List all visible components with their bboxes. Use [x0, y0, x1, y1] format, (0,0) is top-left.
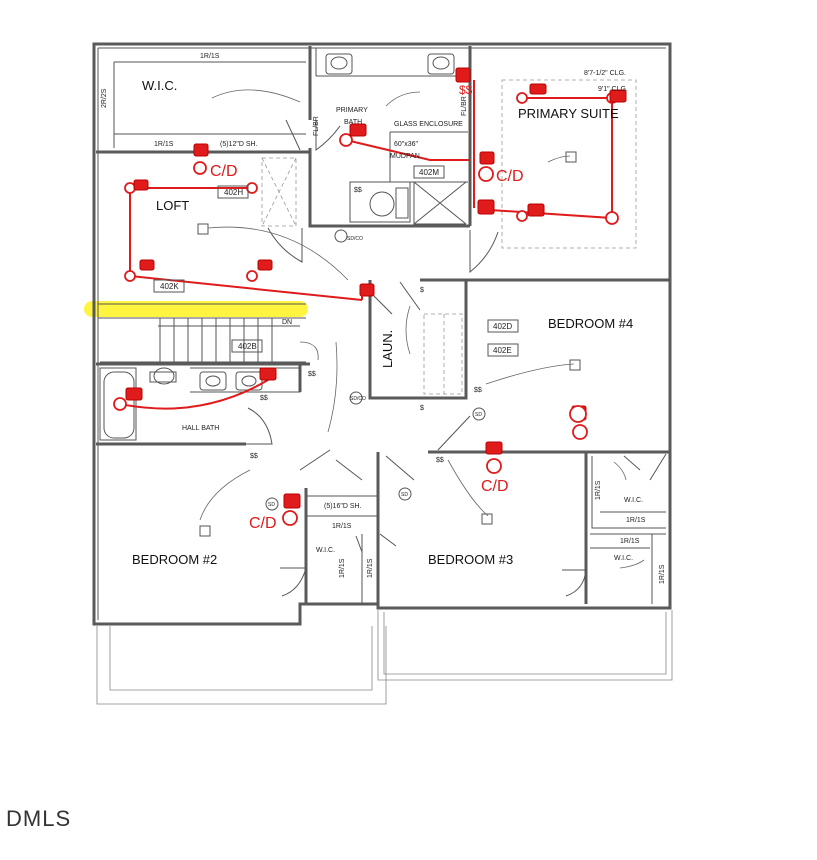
switch-marker: $$ [354, 187, 362, 194]
switch-marker: $$ [474, 387, 482, 394]
switch-marker: $ [420, 287, 424, 294]
note-shelf-b3b-side: 1R/1S [659, 564, 666, 584]
label-hall-bath: HALL BATH [182, 425, 219, 432]
switch-wiring [199, 89, 645, 569]
tags: 402H 402K 402M 402B 402D 402E [153, 165, 519, 357]
switch-marker: $ [420, 405, 424, 412]
label-bedroom-2: BEDROOM #2 [132, 552, 217, 567]
smoke-detector-co: SD/CO [350, 396, 366, 402]
label-glass-enclosure: GLASS ENCLOSURE [394, 121, 463, 128]
note-shelf-top: 1R/1S [200, 53, 220, 60]
note-shelf-5-16: (5)16"D SH. [324, 503, 362, 510]
label-mudpan-1: 60"x36" [394, 141, 419, 148]
tag-402h: 402H [224, 188, 243, 197]
fixtures [103, 53, 581, 537]
note-shelf-b4: 1R/1S [626, 517, 646, 524]
smoke-detector: SD [268, 502, 275, 508]
smoke-detector: SD [475, 412, 482, 418]
label-mudpan-2: MUDPAN [390, 153, 420, 160]
note-shelf-b4-side: 1R/1S [595, 480, 602, 500]
note-shelf-b3: 1R/1S [620, 538, 640, 545]
switch-marker: $$ [250, 453, 258, 460]
room-labels: W.I.C. PRIMARY BATH GLASS ENCLOSURE 60"x… [132, 78, 643, 567]
note-clg-1: 8'7-1/2" CLG. [584, 70, 626, 77]
tag-402m: 402M [419, 168, 439, 177]
tag-402e: 402E [493, 346, 512, 355]
cd-bedroom-2: C/D [249, 515, 277, 532]
label-wic-b2: W.I.C. [316, 547, 335, 554]
note-shelf-5-12: (5)12"D SH. [220, 141, 258, 148]
switch-marker: $$ [436, 457, 444, 464]
note-dn: DN [282, 319, 292, 326]
label-wic-top: W.I.C. [142, 78, 177, 93]
label-primary-bath-2: BATH [344, 119, 362, 126]
label-primary-suite: PRIMARY SUITE [518, 106, 619, 121]
label-wic-b3: W.I.C. [614, 555, 633, 562]
note-flbr-left: FL/BR [313, 116, 320, 136]
note-shelf-mid: 1R/1S [154, 141, 174, 148]
markers: $$ $$ $$ $$ $$ $$ $ $ $$ SD/CO SD/CO SD … [210, 83, 524, 532]
mls-logo: DMLS [6, 806, 72, 831]
smoke-detector-co: SD/CO [347, 236, 363, 242]
switch-marker: $$ [308, 371, 316, 378]
tag-402k: 402K [160, 282, 179, 291]
label-loft: LOFT [156, 198, 189, 213]
switch-marker: $$ [260, 395, 268, 402]
note-shelf-b3-side: 1R/1S [367, 558, 374, 578]
label-wic-b4: W.I.C. [624, 497, 643, 504]
label-bedroom-3: BEDROOM #3 [428, 552, 513, 567]
note-flbr-right: FL/BR [461, 96, 468, 116]
cd-primary-suite: C/D [496, 168, 524, 185]
label-bedroom-4: BEDROOM #4 [548, 316, 633, 331]
switch-marker-red: $$ [459, 83, 473, 97]
tag-402d: 402D [493, 322, 512, 331]
note-clg-2: 9'1" CLG. [598, 86, 628, 93]
dashed-elements [261, 79, 637, 395]
tag-402b: 402B [238, 342, 257, 351]
note-shelf-2r2s: 2R/2S [101, 88, 108, 108]
interior-walls [96, 46, 670, 604]
label-laundry: LAUN. [380, 330, 395, 368]
porch-outline [96, 610, 673, 705]
cd-loft: C/D [210, 163, 238, 180]
stair-highlight [84, 301, 308, 317]
label-primary-bath-1: PRIMARY [336, 107, 368, 114]
cd-bedroom-3: C/D [481, 478, 509, 495]
plan-notes: 1R/1S 2R/2S 1R/1S (5)12"D SH. FL/BR FL/B… [101, 53, 666, 584]
note-shelf-b2-side: 1R/1S [339, 558, 346, 578]
note-shelf-b2: 1R/1S [332, 523, 352, 530]
redline-markups [113, 67, 627, 526]
smoke-detector: SD [401, 492, 408, 498]
